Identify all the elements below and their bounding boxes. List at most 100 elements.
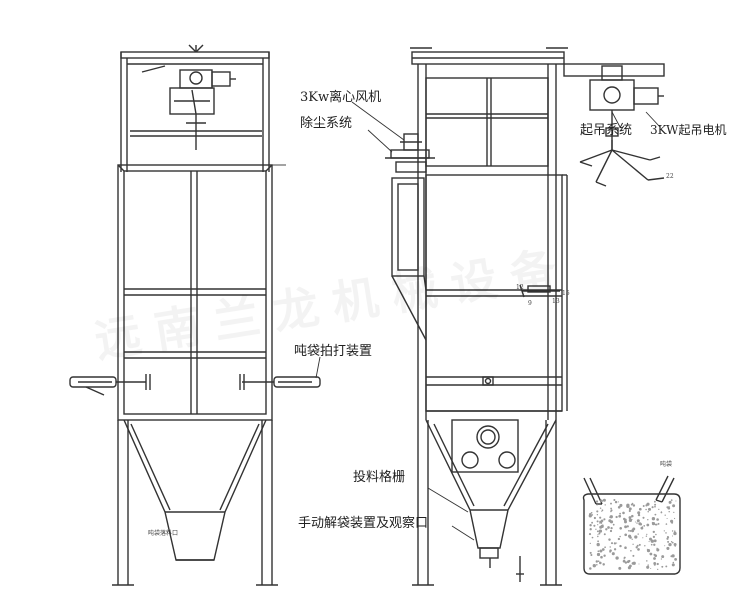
bag-speckle [671,530,674,532]
bag-speckle [666,517,668,520]
label-bag-small: 吨袋 [660,461,673,468]
spreader-icon [579,140,665,187]
bag-speckle [619,512,621,515]
bag-speckle [622,511,625,515]
bag-speckle [674,545,676,547]
bag-speckle [613,542,617,545]
bag-speckle [622,517,626,521]
bag-speckle [610,526,613,530]
bag-speckle [591,536,594,539]
bag-speckle [624,561,628,564]
bag-speckle [609,546,611,548]
bag-speckle [653,539,657,543]
bag-speckle [618,514,622,518]
bag-speckle [624,520,627,524]
bag-speckle [672,561,675,564]
label-hoist-system: 起吊系统 [580,123,633,138]
bag-speckle [596,542,600,547]
bag-speckle [618,566,622,570]
bag-speckle [673,511,675,514]
bag-speckle [667,536,670,538]
bag-speckle [664,514,666,516]
bag-speckle [601,548,605,551]
bag-speckle [650,567,652,570]
bag-speckle [628,509,631,513]
bag-speckle [661,565,664,568]
bag-speckle [632,527,636,531]
bag-speckle [611,552,615,556]
left-front-view [69,44,321,586]
bag-speckle [645,535,648,537]
bag-speckle [600,519,604,523]
bag-speckle [647,564,649,566]
bag-speckle [613,548,617,551]
bag-speckle [673,543,677,546]
bag-speckle [666,537,669,540]
bag-speckle [670,541,673,543]
bag-speckle [630,504,633,506]
bag-speckle [666,546,670,550]
bag-speckle [648,541,650,543]
bag-speckle [631,514,634,518]
bag-speckle [657,522,660,525]
bag-speckle [617,501,619,503]
label-unbagging-port: 手动解袋装置及观察口 [298,516,429,531]
bag-speckle [597,560,600,562]
centrifugal-fan-icon [385,133,435,173]
bag-speckle [619,527,622,530]
bag-speckle [595,528,597,530]
bag-speckle [660,558,663,560]
bag-speckle [635,546,638,549]
bag-speckle [671,563,675,567]
bag-speckle [645,508,647,511]
bag-speckle [596,520,599,523]
bag-speckle [665,523,668,525]
bag-speckle [593,516,597,520]
bag-speckle [589,528,592,531]
bag-speckle [658,508,660,511]
bag-speckle [628,559,631,562]
bag-speckle [624,525,628,529]
bag-speckle [663,530,665,532]
bag-speckle [632,504,636,507]
bag-speckle [615,556,619,560]
bag-speckle [642,537,644,539]
bag-speckle [649,537,652,541]
bag-speckle [603,554,606,557]
bag-speckle [656,548,660,552]
bag-speckle [668,500,672,504]
bag-speckle [637,513,641,517]
bag-speckle [674,558,677,561]
bag-speckle [671,535,674,537]
bag-speckle [636,544,639,547]
bag-speckle [619,535,621,538]
bag-speckle [675,500,677,502]
bag-speckle [601,509,604,512]
bag-speckle [623,556,626,559]
bag-speckle [630,549,632,552]
bag-speckle [588,514,592,518]
bag-speckle [667,506,671,510]
bag-speckle [597,550,600,553]
bag-speckle [622,559,626,563]
bag-speckle [611,542,613,545]
bag-speckle [646,502,650,506]
bag-speckle [637,548,640,551]
bag-speckle [671,541,674,544]
bag-speckle [627,529,630,532]
bag-speckle [600,499,603,503]
bag-speckle [656,562,659,566]
bag-speckle [654,505,656,508]
bag-speckle [629,536,632,539]
bag-speckle [596,564,598,566]
bag-speckle [601,511,603,512]
bag-speckle [644,545,646,547]
bag-speckle [670,499,673,501]
label-part-22: 22 [666,173,674,180]
label-part-15: 15 [562,290,570,297]
label-part-9: 9 [528,300,532,307]
bag-speckle [653,557,656,560]
bag-speckle [674,517,676,520]
bag-speckle [599,520,602,523]
bag-texture [588,498,677,571]
